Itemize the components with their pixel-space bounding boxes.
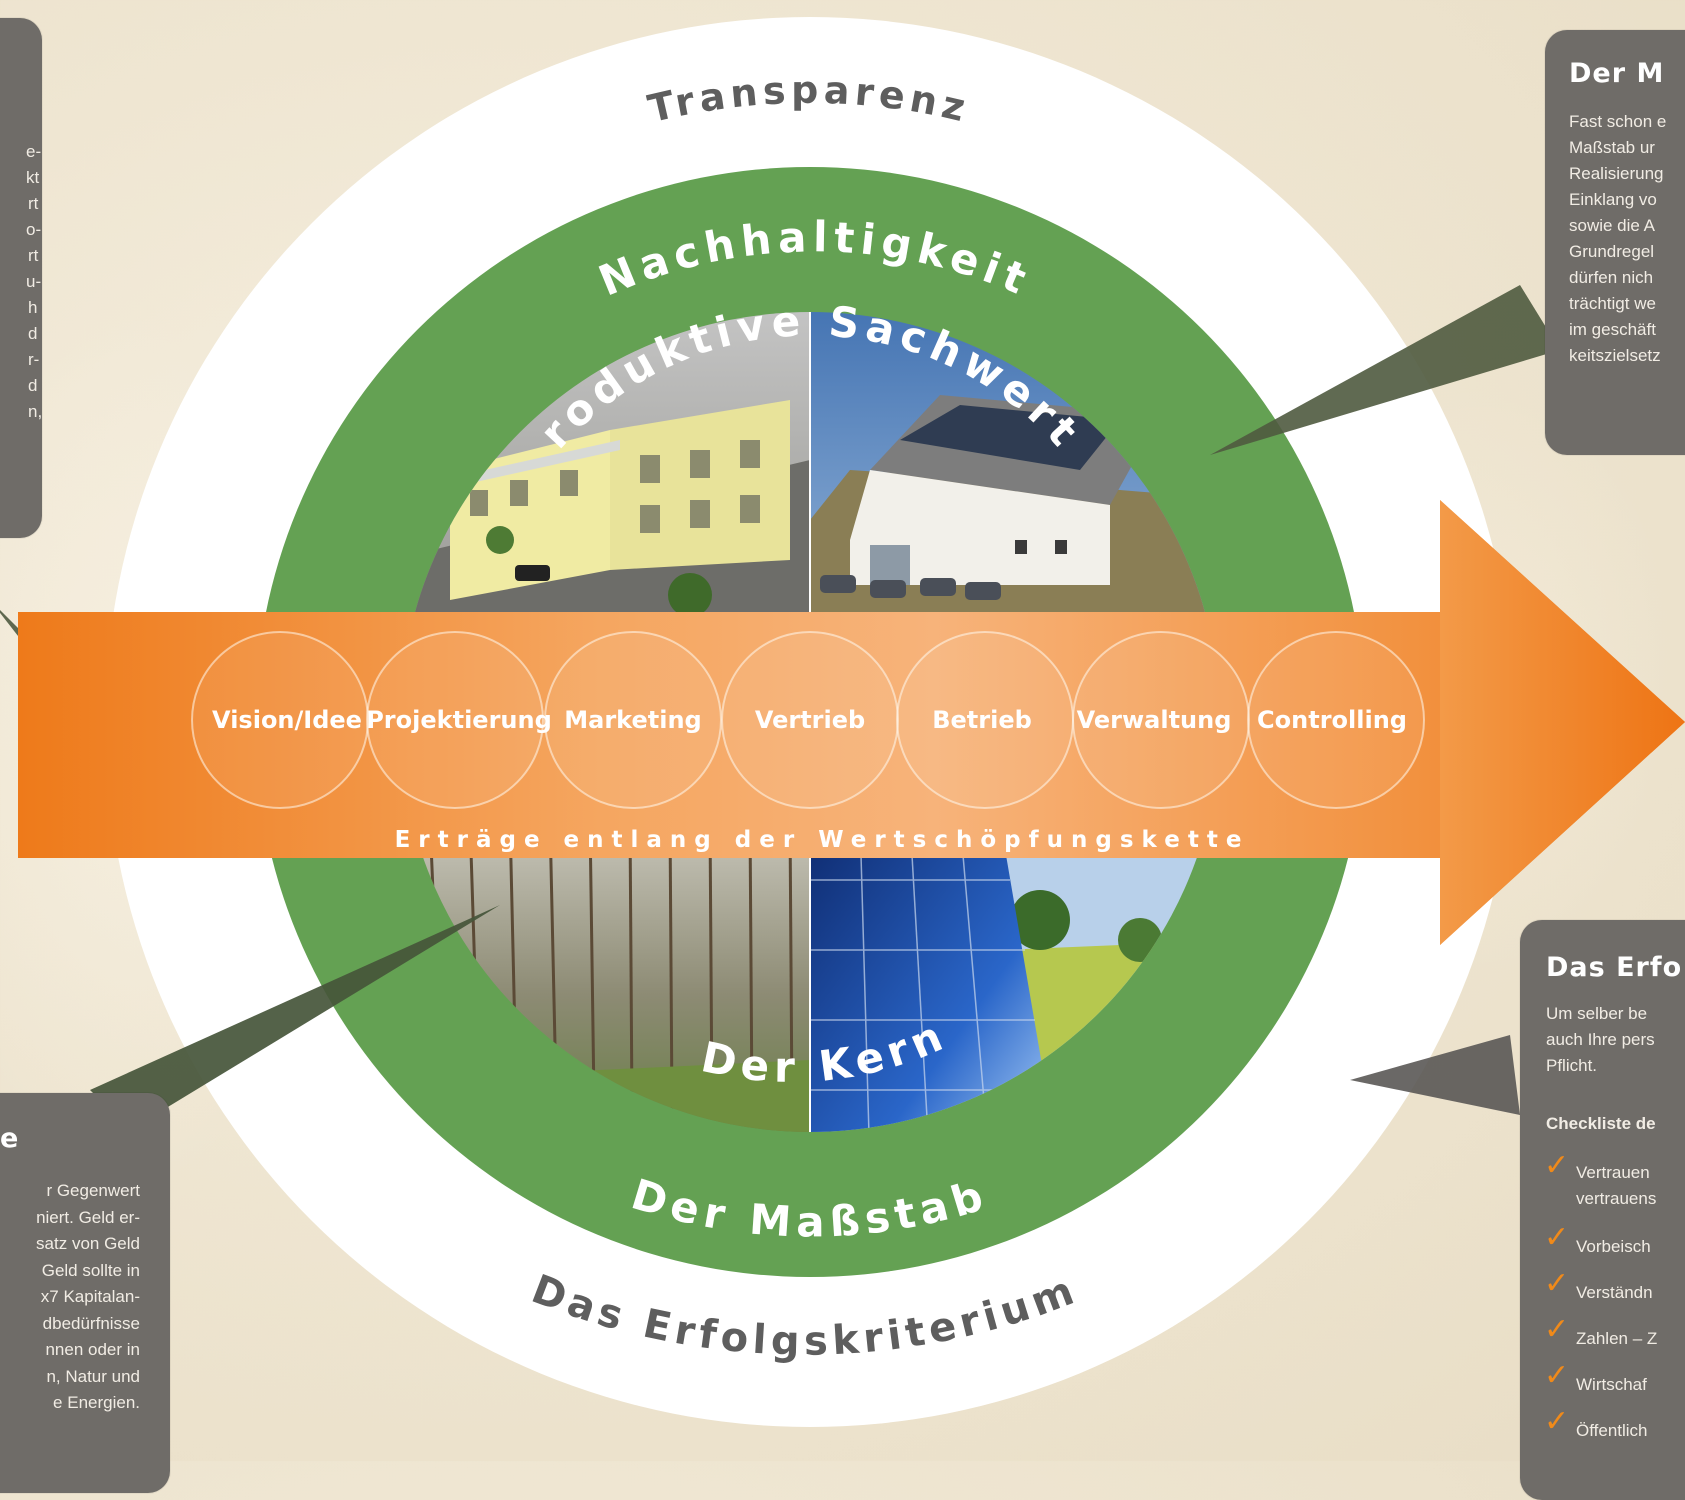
panel-top-left-line: e- (26, 142, 42, 161)
step-label: Projektierung (366, 706, 552, 734)
panel-bottom-right-line: Um selber be (1546, 1004, 1648, 1023)
panel-top-right-title: Der M (1569, 58, 1665, 89)
panel-top-right-line: keitszielsetz (1569, 346, 1661, 365)
panel-top-right-line: Maßstab ur (1569, 138, 1655, 157)
panel-bottom-right-title: Das Erfo (1546, 952, 1683, 983)
pointer-bottom-right (1350, 1035, 1520, 1115)
checkmark-icon: ✓ (1544, 1266, 1570, 1301)
panel-top-right-line: trächtigt we (1569, 294, 1656, 313)
panel-top-right-line: sowie die A (1569, 216, 1655, 235)
panel-top-left-line: d (28, 376, 38, 395)
step-label: Vertrieb (755, 706, 865, 734)
panel-bottom-left-body: r Gegenwert niert. Geld er- satz von Gel… (36, 1178, 140, 1417)
panel-bottom-left-line: n, Natur und (46, 1366, 140, 1386)
panel-top-left-line: rt (28, 246, 39, 265)
step-circles (191, 631, 1425, 809)
panel-bottom-left-line: r Gegenwert (46, 1181, 140, 1200)
check-item: Zahlen – Z (1576, 1329, 1658, 1348)
check-item: Öffentlich (1576, 1421, 1648, 1440)
panel-top-left-line: n, (28, 402, 43, 421)
panel-top-left-line: o- (26, 220, 42, 239)
checkmark-icon: ✓ (1544, 1358, 1570, 1393)
step-label: Verwaltung (1077, 706, 1232, 734)
panel-top-right: Der M Fast schon e Maßstab ur Realisieru… (1545, 30, 1685, 455)
panel-top-left-line: u- (26, 272, 42, 291)
panel-bottom-left-line: satz von Geld (36, 1234, 140, 1253)
check-item: Vorbeisch (1576, 1237, 1651, 1256)
panel-top-left-line: r- (28, 350, 40, 369)
panel-bottom-left-line: dbedürfnisse (42, 1313, 140, 1333)
panel-bottom-left-line: Geld sollte in (41, 1260, 140, 1280)
panel-bottom-left-line: niert. Geld er- (36, 1207, 140, 1227)
check-item: Vertrauen (1576, 1163, 1650, 1182)
panel-bottom-left-line: nnen oder in (45, 1340, 140, 1359)
arrow-caption: Erträge entlang der Wertschöpfungskette (395, 827, 1250, 853)
panel-top-right-line: Grundregel (1569, 242, 1655, 261)
panel-bottom-left-line: e Energien. (53, 1393, 140, 1412)
panel-bottom-left-line: x7 Kapitalan- (40, 1287, 140, 1306)
value-chain-arrow (18, 500, 1685, 945)
panel-top-left-line: kt (26, 168, 40, 187)
checkmark-icon: ✓ (1544, 1220, 1570, 1255)
panel-top-right-line: im geschäft (1569, 320, 1656, 339)
value-chain-diagram: Vision/Idee Projektierung Marketing Vert… (0, 67, 1685, 1365)
pointer-top-right (1210, 285, 1560, 455)
panel-top-left-line: h (28, 298, 38, 317)
panel-top-right-line: Fast schon e (1569, 112, 1667, 131)
panel-top-left-line: d (28, 324, 38, 343)
check-item: Wirtschaf (1576, 1375, 1647, 1394)
check-item: Verständn (1576, 1283, 1653, 1302)
checklist-title: Checkliste de (1546, 1114, 1656, 1133)
step-label: Marketing (564, 706, 701, 734)
panel-top-right-line: Realisierung (1569, 164, 1664, 183)
panel-bottom-right-line: Pflicht. (1546, 1056, 1598, 1075)
check-item: vertrauens (1576, 1189, 1657, 1208)
pointer-bottom-left (90, 905, 500, 1130)
panel-bottom-right-line: auch Ihre pers (1546, 1030, 1655, 1049)
panel-top-left (0, 18, 42, 538)
step-label: Controlling (1257, 706, 1407, 734)
panel-top-right-line: dürfen nich (1569, 268, 1654, 287)
arrow-head (1440, 500, 1685, 945)
panel-top-right-line: Einklang vo (1569, 190, 1657, 209)
step-label: Vision/Idee (212, 706, 362, 734)
checkmark-icon: ✓ (1544, 1404, 1570, 1439)
step-label: Betrieb (932, 706, 1032, 734)
panel-top-left-line: rt (28, 194, 39, 213)
panel-bottom-right: Das Erfo Um selber be auch Ihre pers Pfl… (1520, 920, 1685, 1500)
panel-bottom-left-title: e (0, 1123, 20, 1154)
panel-bottom-left: e r Gegenwert niert. Geld er- satz von G… (0, 1093, 170, 1493)
checkmark-icon: ✓ (1544, 1148, 1570, 1183)
checkmark-icon: ✓ (1544, 1312, 1570, 1347)
